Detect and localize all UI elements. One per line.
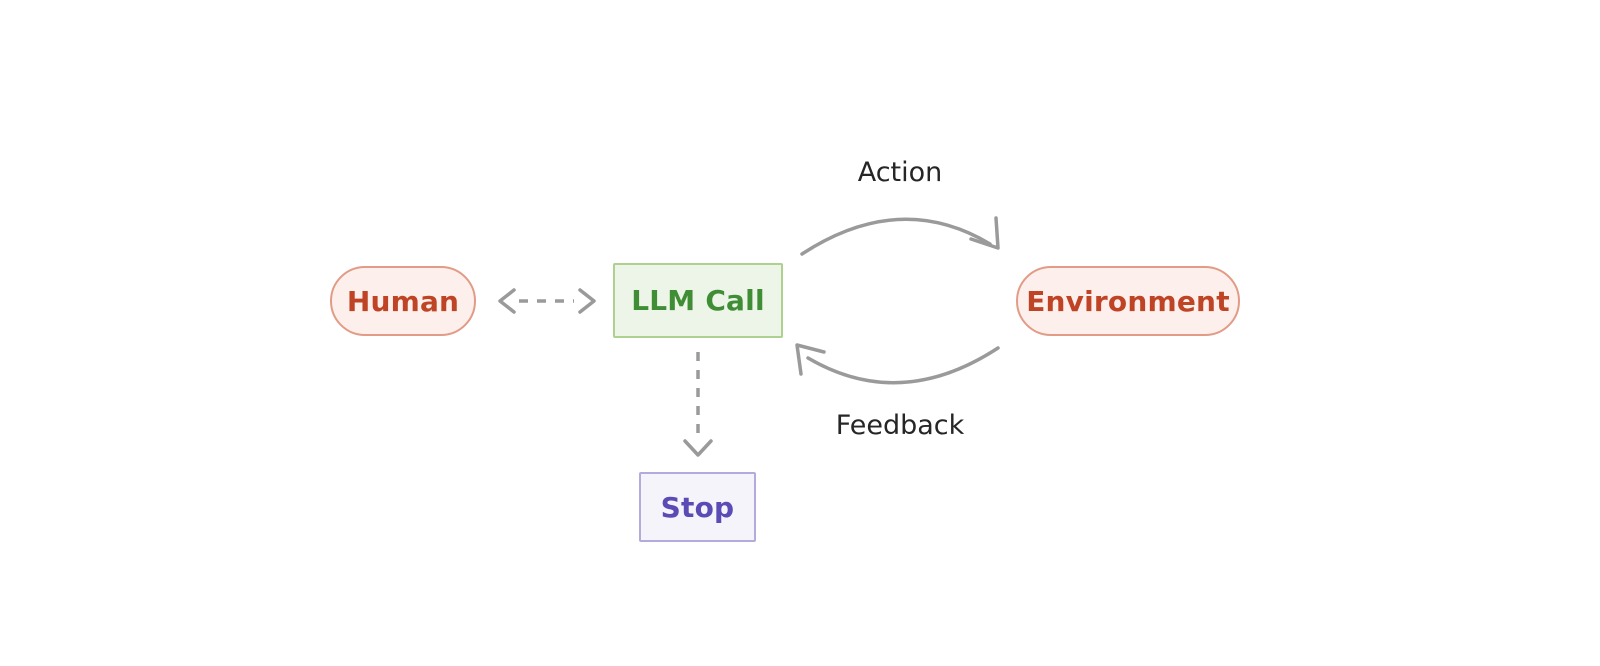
edge-action — [800, 216, 1000, 256]
edge-label-action: Action — [857, 157, 943, 188]
edge-llm-call-stop — [683, 352, 713, 457]
edge-action-curve — [800, 217, 992, 256]
edge-feedback — [795, 343, 1000, 385]
node-human[interactable]: Human — [330, 266, 476, 336]
edge-feedback-curve — [806, 346, 1000, 385]
node-environment-label: Environment — [1026, 284, 1230, 318]
edge-human-llm-call-arrowhead-left — [498, 288, 516, 314]
node-environment[interactable]: Environment — [1016, 266, 1240, 336]
edge-label-feedback: Feedback — [835, 410, 965, 441]
edge-human-llm-call-arrowhead-right — [578, 288, 596, 314]
node-llm-call[interactable]: LLM Call — [613, 263, 783, 338]
node-stop-label: Stop — [660, 490, 735, 524]
edge-feedback-arrowhead — [795, 343, 826, 376]
edge-human-llm-call — [498, 288, 596, 314]
node-human-label: Human — [346, 284, 460, 318]
edge-llm-call-stop-arrowhead — [683, 439, 713, 457]
node-llm-call-label: LLM Call — [631, 284, 765, 317]
edge-action-arrowhead — [969, 216, 1000, 250]
node-stop[interactable]: Stop — [639, 472, 756, 542]
